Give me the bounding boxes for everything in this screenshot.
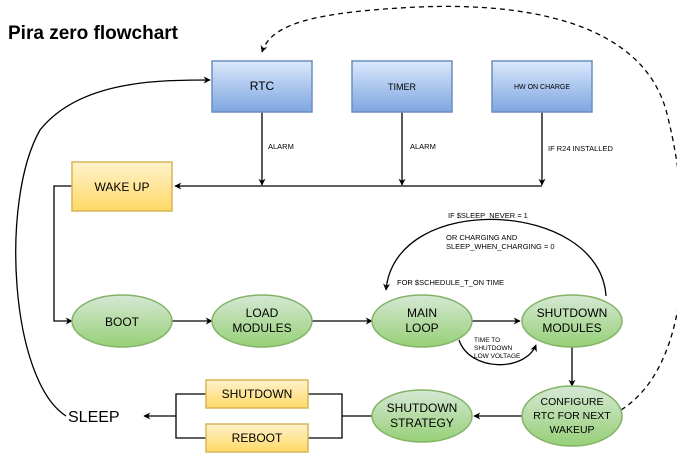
label-rtc-alarm: ALARM [268, 142, 294, 151]
edge-sleep-to-rtc [15, 76, 211, 417]
shutdown-strategy-node [371, 389, 473, 443]
load-modules-line-2: MODULES [232, 321, 291, 335]
edges [15, 5, 677, 439]
main-loop-line-1: MAIN [407, 306, 437, 320]
label-time-to-1: TIME TO [474, 337, 500, 344]
edge-choice-bracket [175, 393, 206, 439]
label-or-charging-2: SLEEP_WHEN_CHARGING = 0 [446, 242, 555, 251]
shutdown-modules-node [521, 294, 623, 348]
label-if-r24: IF R24 INSTALLED [548, 144, 613, 153]
timer-label: TIMER [388, 82, 416, 92]
edge-wakeup-to-boot [53, 185, 73, 325]
configure-rtc-line-1: CONFIGURE [541, 396, 604, 408]
main-loop-line-2: LOOP [405, 321, 438, 335]
yellow-nodes: WAKE UP SHUTDOWN REBOOT [71, 161, 309, 453]
boot-node [71, 294, 173, 348]
edge-labels: ALARM ALARM IF R24 INSTALLED IF $SLEEP_N… [268, 142, 613, 360]
rtc-label: RTC [250, 79, 275, 93]
label-time-to-2: SHUTDOWN [474, 345, 513, 352]
hw-on-charge-label: HW ON CHARGE [514, 84, 570, 91]
edge-configure-to-rtc-dashed [260, 5, 677, 411]
timer-node [351, 60, 453, 113]
edge-main-to-shutdown-time [458, 339, 537, 366]
wake-up-node [71, 161, 173, 212]
reboot-node [205, 423, 309, 453]
boot-label: BOOT [105, 315, 140, 329]
hw-on-charge-node [491, 60, 593, 113]
configure-rtc-line-3: WAKEUP [549, 424, 594, 436]
load-modules-node [211, 294, 313, 348]
reboot-label: REBOOT [232, 431, 283, 445]
source-nodes: RTC TIMER HW ON CHARGE [211, 60, 593, 113]
edge-strategy-bracket [308, 393, 372, 439]
label-schedule: FOR $SCHEDULE_T_ON TIME [397, 278, 504, 287]
edge-shutdown-modules-loop-back [383, 218, 607, 297]
process-nodes: BOOT LOAD MODULES MAIN LOOP SHUTDOWN MOD… [71, 294, 623, 447]
configure-rtc-node [521, 385, 623, 447]
label-sleep-never: IF $SLEEP_NEVER = 1 [448, 211, 528, 220]
label-time-to-3: LOW VOLTAGE [474, 353, 521, 360]
label-or-charging-1: OR CHARGING AND [446, 233, 518, 242]
rtc-node [211, 60, 313, 113]
shutdown-modules-line-2: MODULES [542, 321, 601, 335]
shutdown-strategy-line-1: SHUTDOWN [387, 401, 458, 415]
shutdown-modules-line-1: SHUTDOWN [537, 306, 608, 320]
page-title: Pira zero flowchart [8, 23, 179, 44]
shutdown-strategy-line-2: STRATEGY [390, 416, 454, 430]
sleep-label: SLEEP [68, 409, 120, 426]
shutdown-label: SHUTDOWN [222, 387, 293, 401]
configure-rtc-line-2: RTC FOR NEXT [533, 410, 611, 422]
load-modules-line-1: LOAD [246, 306, 279, 320]
main-loop-node [371, 294, 473, 348]
wake-up-label: WAKE UP [95, 180, 150, 194]
shutdown-node [205, 379, 309, 409]
label-timer-alarm: ALARM [410, 142, 436, 151]
